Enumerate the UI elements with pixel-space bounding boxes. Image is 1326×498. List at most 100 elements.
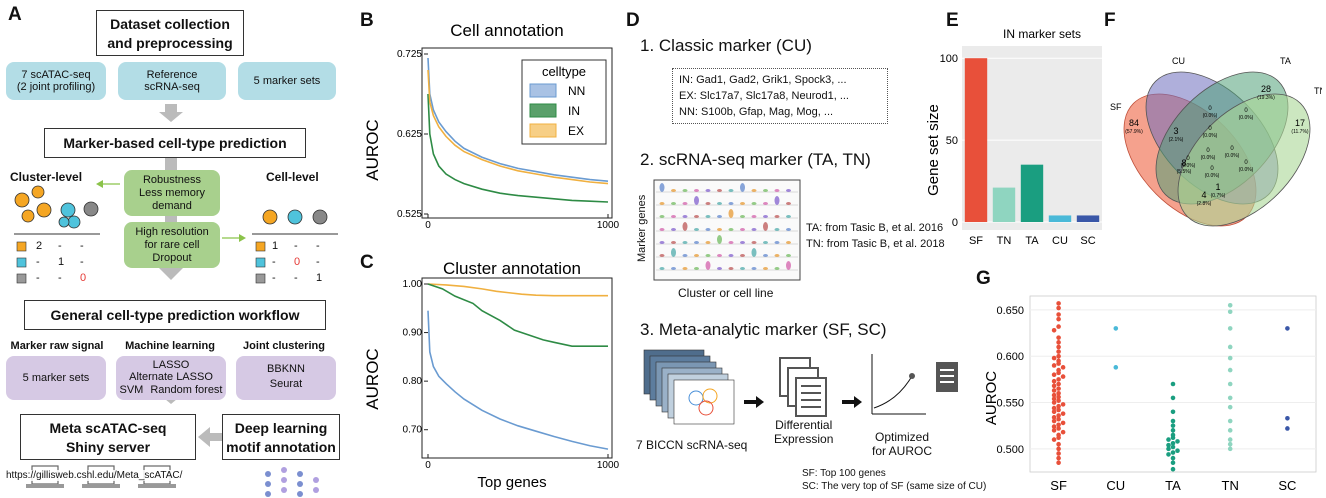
point-SC	[1285, 426, 1290, 431]
violin-shape	[763, 222, 768, 231]
bar-SC	[1076, 215, 1100, 222]
y-tick-label: 0	[952, 217, 958, 229]
point-SF	[1051, 409, 1057, 415]
point-SF	[1056, 316, 1061, 322]
y-tick-label: 100	[940, 53, 958, 65]
violin-shape	[763, 267, 768, 270]
panel-f-label: F	[1104, 10, 1116, 31]
venn-percent: (2.1%)	[1169, 137, 1184, 143]
point-SF	[1056, 407, 1061, 413]
optimization-plot-icon	[871, 354, 926, 415]
meta-title: 3. Meta-analytic marker (SF, SC)	[640, 320, 887, 339]
chart-b-legend: celltype NN IN EX	[521, 59, 607, 145]
violin-shape	[751, 248, 757, 257]
point-SF	[1051, 363, 1057, 368]
violin-plot	[653, 179, 801, 281]
chart-e-title: IN marker sets	[1003, 27, 1081, 41]
violin-shape	[671, 189, 676, 192]
venn-percent: (5.5%)	[1177, 169, 1192, 175]
point-CU	[1113, 365, 1119, 370]
point-TA	[1175, 448, 1180, 453]
violin-shape	[786, 202, 791, 205]
tn-note: TN: from Tasic B, et al. 2018	[806, 238, 945, 250]
violin-shape	[694, 189, 699, 192]
y-tick-label: 0.80	[403, 376, 423, 387]
violin-shape	[705, 228, 711, 231]
venn-count: 0	[1210, 166, 1214, 172]
violin-shape	[705, 241, 711, 244]
stacked-datasets-icon	[643, 349, 735, 425]
chart-b-ylabel: AUROC	[363, 119, 382, 180]
bar-TA	[1020, 164, 1044, 222]
chart-b-title: Cell annotation	[450, 21, 563, 40]
violin-shape	[774, 267, 780, 270]
cluster-table: 2-- -1- --0	[36, 240, 87, 284]
venn-count: 0	[1208, 126, 1212, 132]
meta-diagram	[643, 349, 958, 425]
venn-percent: (19.3%)	[1257, 95, 1275, 101]
series-line-2	[427, 69, 609, 185]
point-TN	[1227, 355, 1233, 361]
point-TA	[1170, 450, 1176, 455]
point-TA	[1166, 452, 1171, 457]
point-SF	[1056, 301, 1061, 306]
y-tick-label: 0.650	[996, 305, 1024, 317]
left-arrow	[198, 427, 222, 447]
panel-b-label: B	[360, 10, 374, 31]
point-SF	[1056, 353, 1061, 359]
point-SF	[1060, 365, 1066, 370]
point-TA	[1175, 439, 1180, 444]
markers-box: 5 marker sets	[238, 62, 336, 100]
point-SF	[1051, 378, 1057, 384]
x-tick-label: CU	[1052, 235, 1068, 247]
venn-count: 17	[1295, 118, 1305, 128]
point-TA	[1166, 446, 1171, 452]
raw-signal-box: 5 marker sets	[6, 356, 106, 400]
violin-shape	[740, 228, 745, 231]
point-SF	[1056, 344, 1061, 350]
legend-title: celltype	[542, 64, 586, 79]
x-tick-label: SC	[1080, 235, 1095, 247]
violin-shape	[786, 189, 791, 192]
jc-title: Joint clustering	[243, 340, 325, 352]
violin-shape	[774, 241, 780, 244]
violin-shape	[740, 254, 745, 257]
cluster-line-label: Cluster or cell line	[678, 286, 774, 300]
x-tick-label: TA	[1025, 235, 1039, 247]
point-CU	[1113, 326, 1119, 331]
point-SF	[1051, 418, 1057, 424]
y-tick-label: 0.725	[397, 49, 422, 60]
violin-shape	[763, 241, 768, 244]
violin-shape	[751, 202, 757, 205]
point-SF	[1051, 437, 1057, 442]
cluster-level-label: Cluster-level	[10, 170, 83, 184]
venn-percent: (11.7%)	[1291, 129, 1308, 135]
violin-shape	[786, 215, 791, 218]
point-SF	[1056, 340, 1061, 345]
venn-count: 1	[1215, 182, 1220, 192]
x-tick-label: CU	[1106, 478, 1125, 493]
point-TN	[1227, 309, 1233, 315]
point-TN	[1227, 446, 1233, 452]
violin-shape	[774, 196, 780, 205]
venn-percent: (0.0%)	[1203, 113, 1218, 119]
violin-shape	[763, 254, 768, 257]
point-SF	[1056, 377, 1061, 382]
point-TA	[1170, 460, 1176, 466]
point-TN	[1227, 344, 1233, 350]
violin-shape	[682, 189, 688, 192]
venn-percent: (57.9%)	[1125, 129, 1143, 135]
venn-percent: (0.7%)	[1211, 193, 1226, 199]
point-SF	[1056, 403, 1061, 409]
chart-e-ylabel: Gene set size	[925, 104, 942, 196]
violin-shape	[682, 215, 688, 218]
point-SF	[1056, 386, 1061, 391]
violin-shape	[717, 254, 722, 257]
venn-count: 8	[1181, 158, 1186, 168]
y-tick-label: 50	[946, 135, 958, 147]
x-tick-label: 1000	[597, 220, 620, 231]
chart-c: Cluster annotation AUROC Top genes 1.000…	[363, 259, 620, 491]
shiny-url[interactable]: https://gillisweb.cshl.edu/Meta_scATAC/	[6, 470, 183, 481]
point-SF	[1056, 435, 1061, 441]
